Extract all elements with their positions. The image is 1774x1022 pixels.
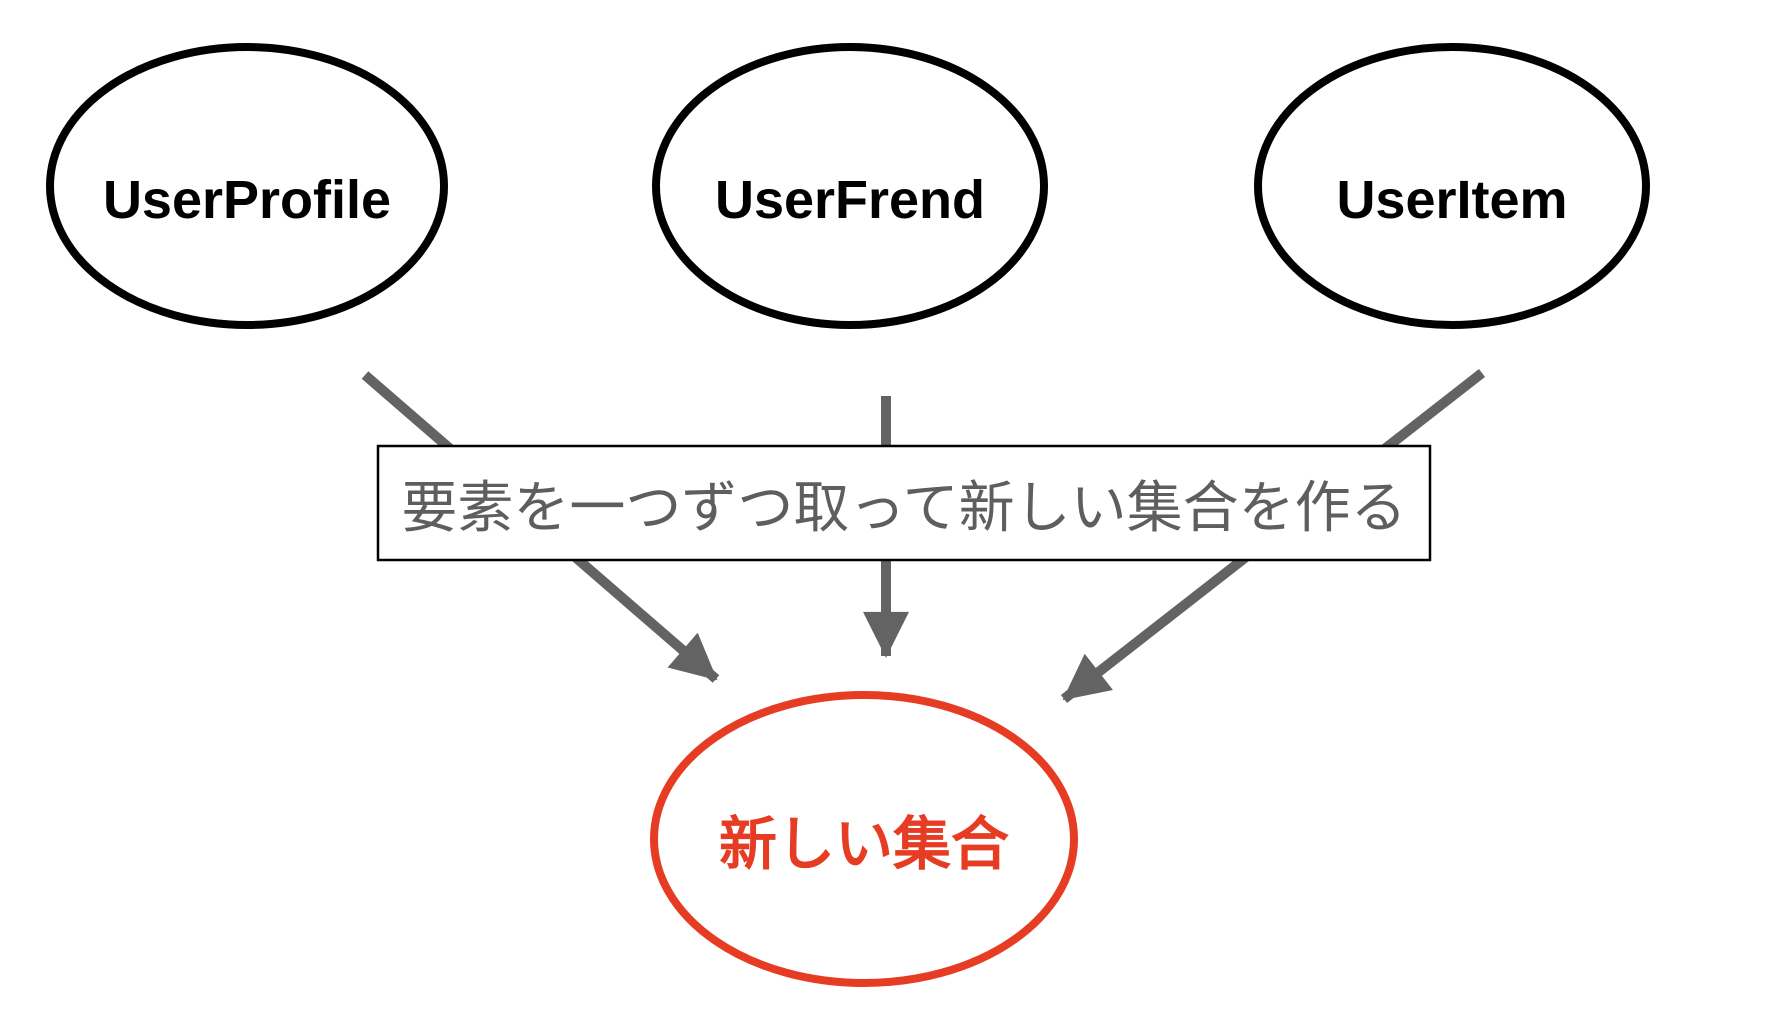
ellipse-userfrend <box>652 43 1048 329</box>
ellipse-userprofile <box>46 43 448 329</box>
process-box <box>376 444 1432 562</box>
ellipse-result <box>650 691 1078 987</box>
ellipse-useritem <box>1254 43 1650 329</box>
